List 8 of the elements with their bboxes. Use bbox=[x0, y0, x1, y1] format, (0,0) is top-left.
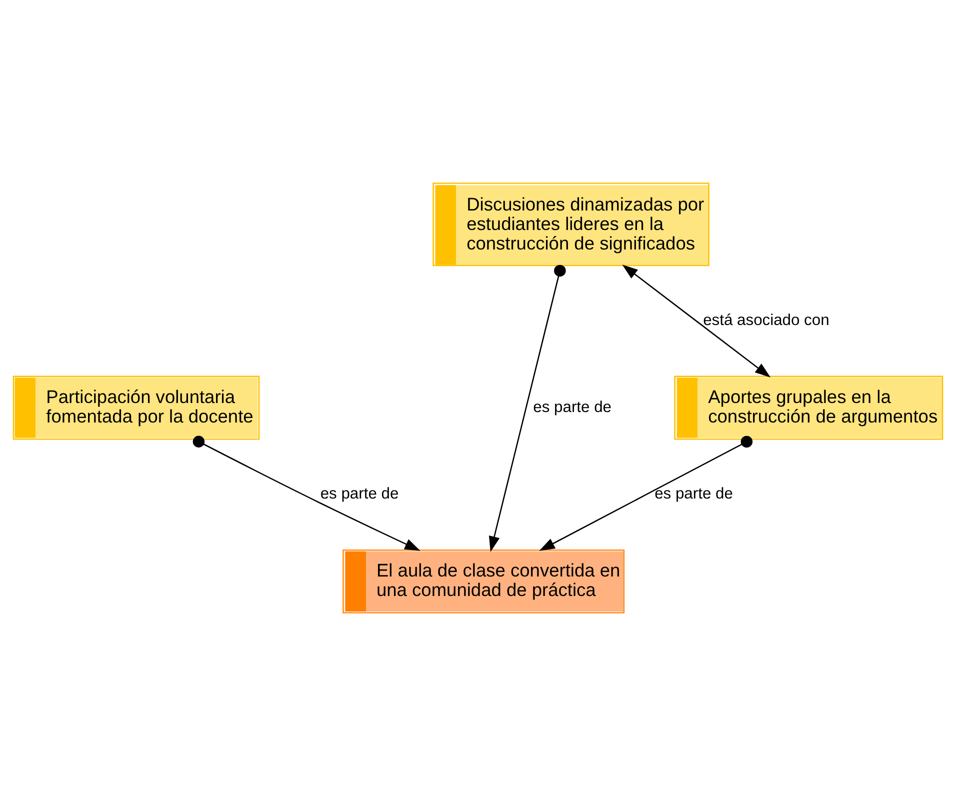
edge-label: es parte de bbox=[533, 398, 612, 416]
edge-label: es parte de bbox=[654, 485, 733, 502]
arrow bbox=[192, 435, 420, 550]
arrow bbox=[488, 264, 566, 552]
arrow bbox=[622, 264, 771, 377]
arrow bbox=[539, 435, 753, 550]
edge-label: es parte de bbox=[320, 485, 399, 502]
edge-label: está asociado con bbox=[703, 312, 830, 329]
